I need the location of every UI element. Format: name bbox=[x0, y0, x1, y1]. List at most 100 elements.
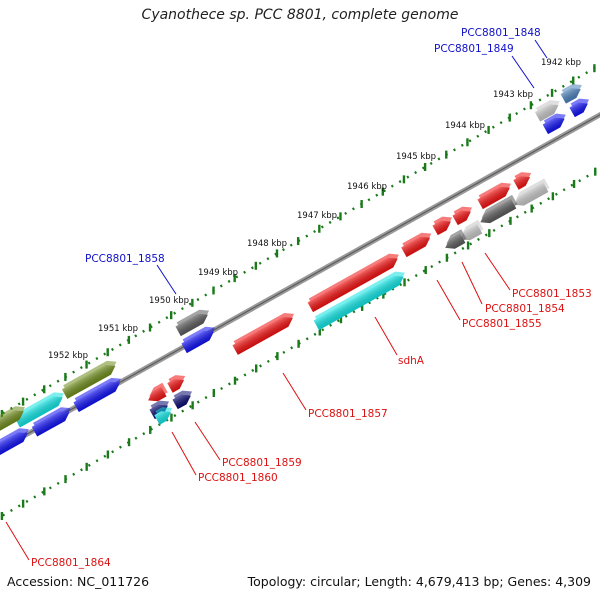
gene-feature-1848b[interactable] bbox=[568, 95, 593, 118]
tick-label-1945: 1945 kbp bbox=[396, 152, 436, 162]
leader-line-1855 bbox=[436, 279, 461, 321]
gene-feature-1849b-shading bbox=[542, 117, 565, 135]
tick-label-1946: 1946 kbp bbox=[347, 182, 387, 192]
inner-scale-line bbox=[0, 167, 600, 520]
accession-label: Accession: NC_011726 bbox=[7, 574, 150, 589]
tick-label-1951: 1951 kbp bbox=[98, 324, 138, 334]
gene-label-sdhA[interactable]: sdhA bbox=[398, 355, 425, 367]
gene-feature-1851-shading bbox=[477, 186, 510, 210]
leader-line-sdhA bbox=[374, 316, 398, 356]
leader-line-1857 bbox=[282, 372, 307, 411]
gene-feature-1860-shading bbox=[148, 386, 167, 402]
gene-feature-1860c-shading bbox=[154, 411, 171, 425]
gene-label-1855[interactable]: PCC8801_1855 bbox=[462, 318, 542, 330]
leader-line-1853 bbox=[484, 252, 511, 291]
gene-feature-1852[interactable] bbox=[510, 178, 551, 209]
tick-label-1950: 1950 kbp bbox=[149, 296, 189, 306]
gene-feature-1850[interactable] bbox=[512, 168, 535, 190]
gene-feature-1855[interactable] bbox=[431, 213, 456, 236]
gene-feature-1849-shading bbox=[534, 104, 559, 122]
leader-line-1849 bbox=[511, 55, 535, 89]
gene-feature-1858[interactable] bbox=[174, 306, 213, 337]
gene-feature-1864[interactable] bbox=[0, 424, 33, 456]
leader-line-1858 bbox=[156, 264, 177, 295]
gene-feature-1855b-shading bbox=[445, 233, 466, 249]
gene-label-1864[interactable]: PCC8801_1864 bbox=[31, 557, 111, 569]
gene-feature-1854-shading bbox=[452, 210, 471, 226]
gene-feature-1854[interactable] bbox=[451, 203, 476, 226]
gene-feature-1851[interactable] bbox=[476, 179, 515, 210]
gene-feature-1848b-shading bbox=[569, 102, 588, 118]
gene-feature-sdhA-shading bbox=[307, 257, 398, 313]
gene-feature-1863-shading bbox=[0, 410, 24, 434]
gene-label-1858[interactable]: PCC8801_1858 bbox=[85, 253, 165, 265]
leader-line-1860 bbox=[171, 431, 197, 476]
gene-feature-1861b-shading bbox=[73, 381, 120, 412]
gene-feature-1862-shading bbox=[14, 396, 63, 428]
gene-feature-1852-shading bbox=[514, 182, 549, 206]
gene-feature-1859-shading bbox=[167, 379, 184, 393]
tick-label-1949: 1949 kbp bbox=[198, 268, 238, 278]
gene-feature-1861-shading bbox=[61, 364, 116, 399]
gene-feature-1860[interactable] bbox=[144, 382, 169, 405]
genome-summary-label: Topology: circular; Length: 4,679,413 bp… bbox=[247, 574, 591, 589]
gene-feature-1848[interactable] bbox=[559, 80, 586, 104]
gene-feature-1855b[interactable] bbox=[441, 229, 468, 252]
gene-feature-1862[interactable] bbox=[13, 388, 68, 428]
gene-label-1854[interactable]: PCC8801_1854 bbox=[485, 303, 565, 315]
gene-features bbox=[0, 80, 593, 456]
gene-label-1849[interactable]: PCC8801_1849 bbox=[434, 43, 514, 55]
leader-line-1864 bbox=[5, 521, 30, 561]
gene-feature-1859[interactable] bbox=[166, 371, 189, 393]
gene-feature-1848-shading bbox=[560, 88, 581, 104]
gene-feature-1861[interactable] bbox=[61, 357, 121, 399]
gene-feature-1861b[interactable] bbox=[72, 374, 125, 412]
gene-feature-1853[interactable] bbox=[476, 194, 519, 227]
gene-feature-1856-shading bbox=[401, 236, 431, 258]
leader-line-1854 bbox=[461, 261, 483, 305]
gene-feature-1849[interactable] bbox=[533, 96, 563, 122]
gene-label-1859[interactable]: PCC8801_1859 bbox=[222, 457, 302, 469]
gene-feature-sdhA[interactable] bbox=[306, 250, 403, 313]
gene-label-1848[interactable]: PCC8801_1848 bbox=[461, 27, 541, 39]
gene-feature-1859b[interactable] bbox=[171, 387, 196, 410]
gene-feature-sdhA-b[interactable] bbox=[312, 268, 409, 331]
gene-feature-1863[interactable] bbox=[0, 402, 29, 434]
gene-feature-1857-shading bbox=[232, 317, 293, 355]
gene-feature-1857[interactable] bbox=[231, 309, 298, 355]
gene-label-1860[interactable]: PCC8801_1860 bbox=[198, 472, 278, 484]
gene-feature-1862b[interactable] bbox=[30, 403, 74, 437]
gene-feature-1854b-shading bbox=[460, 223, 483, 241]
outer-scale-line bbox=[0, 63, 600, 418]
scale-tick-labels: 1942 kbp 1943 kbp 1944 kbp 1945 kbp 1946… bbox=[48, 58, 581, 361]
gene-feature-1853-shading bbox=[480, 198, 517, 224]
gene-label-1857[interactable]: PCC8801_1857 bbox=[308, 408, 388, 420]
gene-feature-sdhA-b-shading bbox=[313, 275, 404, 331]
leader-line-1848 bbox=[534, 39, 548, 59]
gene-feature-1854b[interactable] bbox=[456, 219, 485, 244]
gene-feature-1858-shading bbox=[175, 313, 208, 337]
map-title: Cyanothece sp. PCC 8801, complete genome bbox=[141, 7, 459, 23]
tick-label-1947: 1947 kbp bbox=[297, 211, 337, 221]
gene-feature-1849b[interactable] bbox=[541, 110, 570, 135]
tick-label-1948: 1948 kbp bbox=[247, 239, 287, 249]
gene-label-1853[interactable]: PCC8801_1853 bbox=[512, 288, 592, 300]
gene-feature-1850-shading bbox=[513, 176, 530, 190]
gene-feature-1859b-shading bbox=[172, 394, 191, 410]
gene-feature-1864-shading bbox=[0, 432, 28, 456]
tick-label-1942: 1942 kbp bbox=[541, 58, 581, 68]
tick-label-1944: 1944 kbp bbox=[445, 121, 485, 131]
gene-labels: PCC8801_1848 PCC8801_1849 PCC8801_1858 P… bbox=[31, 27, 592, 569]
gene-feature-1855-shading bbox=[432, 220, 451, 236]
gene-feature-1862b-shading bbox=[31, 411, 70, 437]
gene-feature-1860c[interactable] bbox=[153, 403, 176, 425]
tick-label-1943: 1943 kbp bbox=[493, 90, 533, 100]
gene-feature-1858b-shading bbox=[181, 330, 214, 354]
gene-feature-1858b[interactable] bbox=[180, 323, 219, 354]
gene-feature-1856[interactable] bbox=[400, 229, 436, 258]
leader-line-1859 bbox=[194, 421, 221, 461]
tick-label-1952: 1952 kbp bbox=[48, 351, 88, 361]
label-leader-lines bbox=[5, 39, 548, 561]
